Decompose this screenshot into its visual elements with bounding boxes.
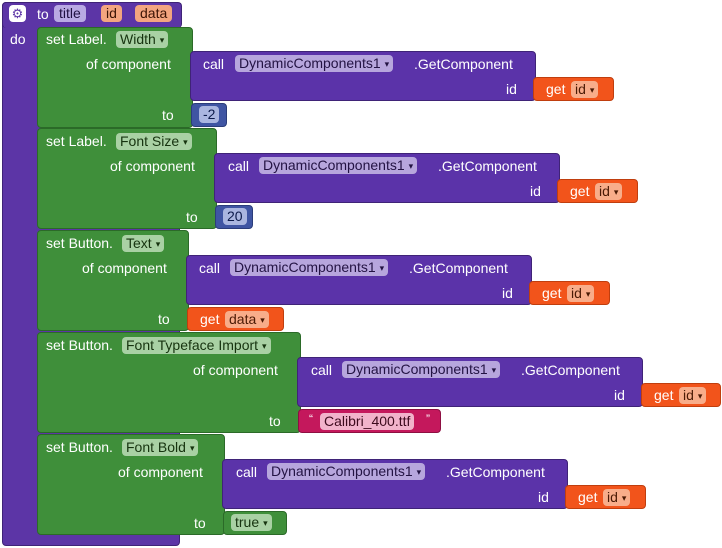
dropdown-arrow-icon: ▾ (183, 137, 188, 147)
number-field[interactable]: 20 (223, 208, 247, 225)
method-label: .GetComponent (438, 158, 537, 174)
setter-prefix: set Button. (46, 439, 113, 455)
dropdown-arrow-icon: ▾ (189, 443, 195, 453)
close-quote: ” (426, 412, 430, 426)
of-component-label: of component (118, 464, 203, 480)
call-label: call (203, 56, 225, 72)
call-label: call (236, 464, 258, 480)
dropdown-arrow-icon: ▾ (621, 493, 627, 503)
call-label: call (228, 158, 250, 174)
property-dropdown[interactable]: Font Typeface Import▾ (122, 337, 271, 354)
get-label: get (542, 285, 562, 301)
param-id[interactable]: id (101, 5, 122, 22)
dropdown-arrow-icon: ▾ (260, 315, 265, 325)
boolean-dropdown[interactable]: true▾ (231, 514, 272, 531)
to-label: to (158, 311, 170, 327)
of-component-label: of component (193, 362, 278, 378)
setter-prefix: set Label. (46, 133, 107, 149)
property-dropdown[interactable]: Font Bold▾ (122, 439, 199, 456)
get-label: get (546, 81, 566, 97)
setter-prefix: set Label. (46, 31, 107, 47)
property-dropdown[interactable]: Font Size▾ (116, 133, 192, 150)
method-label: .GetComponent (409, 260, 508, 276)
setter-label-width[interactable] (37, 27, 193, 128)
method-label: .GetComponent (414, 56, 513, 72)
component-dropdown[interactable]: DynamicComponents1▾ (342, 361, 501, 378)
id-socket-label: id (506, 81, 517, 97)
do-label: do (10, 31, 26, 47)
property-dropdown[interactable]: Width▾ (116, 31, 169, 48)
dropdown-arrow-icon: ▾ (384, 59, 390, 69)
variable-dropdown[interactable]: id▾ (679, 387, 707, 404)
call-label: call (311, 362, 333, 378)
of-component-label: of component (82, 260, 167, 276)
to-label: to (37, 6, 49, 22)
variable-dropdown[interactable]: data▾ (225, 311, 269, 328)
dropdown-arrow-icon: ▾ (491, 365, 497, 375)
dropdown-arrow-icon: ▾ (585, 289, 591, 299)
dropdown-arrow-icon: ▾ (159, 35, 165, 45)
to-label: to (269, 413, 281, 429)
id-socket-label: id (502, 285, 513, 301)
variable-dropdown[interactable]: id▾ (603, 489, 631, 506)
open-quote: “ (309, 412, 313, 426)
of-component-label: of component (86, 56, 171, 72)
dropdown-arrow-icon: ▾ (408, 161, 414, 171)
text-field[interactable]: Calibri_400.ttf (320, 413, 415, 430)
get-label: get (200, 311, 220, 327)
component-dropdown[interactable]: DynamicComponents1▾ (230, 259, 389, 276)
variable-dropdown[interactable]: id▾ (595, 183, 623, 200)
of-component-label: of component (110, 158, 195, 174)
id-socket-label: id (538, 489, 549, 505)
component-dropdown[interactable]: DynamicComponents1▾ (259, 157, 418, 174)
setter-prefix: set Button. (46, 337, 113, 353)
method-label: .GetComponent (521, 362, 620, 378)
id-socket-label: id (530, 183, 541, 199)
dropdown-arrow-icon: ▾ (697, 391, 703, 401)
component-dropdown[interactable]: DynamicComponents1▾ (267, 463, 426, 480)
variable-dropdown[interactable]: id▾ (571, 81, 599, 98)
get-label: get (654, 387, 674, 403)
property-dropdown[interactable]: Text▾ (122, 235, 165, 252)
dropdown-arrow-icon: ▾ (416, 467, 422, 477)
method-label: .GetComponent (446, 464, 545, 480)
dropdown-arrow-icon: ▾ (379, 263, 385, 273)
number-field[interactable]: -2 (199, 106, 220, 123)
gear-icon[interactable]: ⚙ (9, 5, 26, 22)
dropdown-arrow-icon: ▾ (589, 85, 595, 95)
param-data[interactable]: data (135, 5, 173, 22)
dropdown-arrow-icon: ▾ (613, 187, 619, 197)
dropdown-arrow-icon: ▾ (155, 239, 161, 249)
call-label: call (199, 260, 221, 276)
component-dropdown[interactable]: DynamicComponents1▾ (235, 55, 394, 72)
procedure-name-field[interactable]: title (54, 5, 86, 22)
dropdown-arrow-icon: ▾ (262, 341, 267, 351)
get-label: get (578, 489, 598, 505)
setter-prefix: set Button. (46, 235, 113, 251)
id-socket-label: id (614, 387, 625, 403)
dropdown-arrow-icon: ▾ (263, 518, 268, 528)
get-label: get (570, 183, 590, 199)
to-label: to (162, 107, 174, 123)
to-label: to (186, 209, 198, 225)
variable-dropdown[interactable]: id▾ (567, 285, 595, 302)
to-label: to (194, 515, 206, 531)
